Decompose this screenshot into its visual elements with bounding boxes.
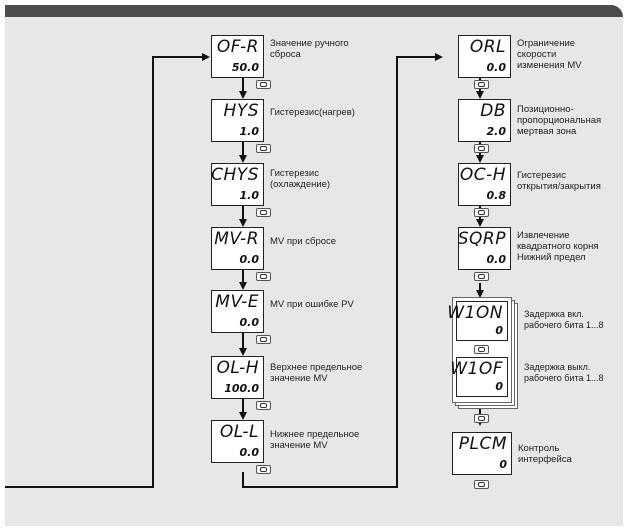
display-w1on: W1ON 0	[447, 301, 508, 341]
param-code: MV-E	[215, 292, 259, 312]
param-value: 0.8	[486, 189, 507, 202]
param-value: 1.0	[239, 189, 260, 202]
param-code: OF-R	[216, 37, 259, 57]
mode-key-icon	[474, 414, 489, 423]
param-value: 0	[495, 324, 503, 337]
param-label: Верхнее предельное значение MV	[270, 362, 363, 384]
display-hys: HYS 1.0	[211, 99, 264, 142]
param-label: Гистерезис (охлаждение)	[270, 168, 331, 190]
param-value: 0.0	[486, 253, 507, 266]
param-label: Гистерезис(нагрев)	[270, 107, 355, 118]
param-label: Гистерезис открытия/закрытия	[517, 170, 601, 192]
mode-key-icon	[474, 480, 489, 489]
display-plcm: PLCM 0	[452, 432, 512, 475]
param-code: SQRP	[457, 229, 506, 249]
param-value: 0.0	[239, 316, 260, 329]
display-ofr: OF-R 50.0	[211, 35, 264, 78]
display-w1of: W1OF 0	[450, 357, 508, 397]
param-code: MV-R	[214, 229, 259, 249]
param-value: 0.0	[486, 61, 507, 74]
mode-key-icon	[256, 401, 271, 410]
param-label: MV при ошибке PV	[270, 299, 354, 310]
param-value: 0.0	[239, 253, 260, 266]
display-orl: ORL 0.0	[458, 35, 511, 78]
diagram-background	[5, 5, 623, 526]
param-code: DB	[480, 101, 506, 121]
param-value: 0	[499, 458, 507, 471]
param-code: ORL	[469, 37, 506, 57]
param-code: CHYS	[211, 165, 259, 185]
loop-connector-left	[5, 53, 210, 488]
param-value: 50.0	[231, 61, 259, 74]
param-label: Задержка вкл. рабочего бита 1...8	[524, 309, 604, 330]
param-code: W1OF	[450, 359, 503, 379]
mode-key-icon	[256, 335, 271, 344]
mode-key-icon	[256, 272, 271, 281]
param-label: Ограничение скорости изменения MV	[517, 38, 582, 71]
param-label: Задержка выкл. рабочего бита 1...8	[524, 362, 604, 383]
param-code: PLCM	[458, 434, 507, 454]
display-mvr: MV-R 0.0	[211, 227, 264, 270]
param-code: OL-H	[216, 358, 259, 378]
display-och: OC-H 0.8	[458, 163, 511, 206]
header-bar	[5, 5, 623, 17]
mode-key-icon	[474, 144, 489, 153]
param-value: 2.0	[486, 125, 507, 138]
param-label: Извлечение квадратного корня Нижний пред…	[517, 230, 599, 263]
param-value: 1.0	[239, 125, 260, 138]
display-db: DB 2.0	[458, 99, 511, 142]
param-label: Нижнее предельное значение MV	[270, 429, 360, 451]
param-code: OC-H	[459, 165, 506, 185]
param-label: MV при сбросе	[270, 236, 337, 247]
param-label: Контроль интерфейса	[518, 443, 572, 465]
param-value: 0	[495, 380, 503, 393]
mode-key-icon	[256, 208, 271, 217]
param-value: 100.0	[224, 382, 259, 395]
mode-key-icon	[256, 144, 271, 153]
mode-key-icon	[474, 80, 489, 89]
connector-left-to-right	[242, 53, 443, 488]
mode-key-icon	[256, 465, 271, 474]
display-mve: MV-E 0.0	[211, 290, 264, 333]
param-value: 0.0	[239, 446, 260, 459]
param-label: Значение ручного сброса	[270, 38, 349, 60]
mode-key-icon	[474, 208, 489, 217]
mode-key-icon	[474, 345, 489, 354]
param-code: W1ON	[447, 303, 503, 323]
param-code: OL-L	[219, 422, 259, 442]
param-code: HYS	[223, 101, 259, 121]
mode-key-icon	[474, 272, 489, 281]
mode-key-icon	[256, 80, 271, 89]
display-oll: OL-L 0.0	[211, 420, 264, 463]
display-chys: CHYS 1.0	[211, 163, 264, 206]
display-olh: OL-H 100.0	[211, 356, 264, 399]
display-sqrp: SQRP 0.0	[458, 227, 511, 270]
param-label: Позиционно- пропорциональная мертвая зон…	[517, 104, 602, 137]
